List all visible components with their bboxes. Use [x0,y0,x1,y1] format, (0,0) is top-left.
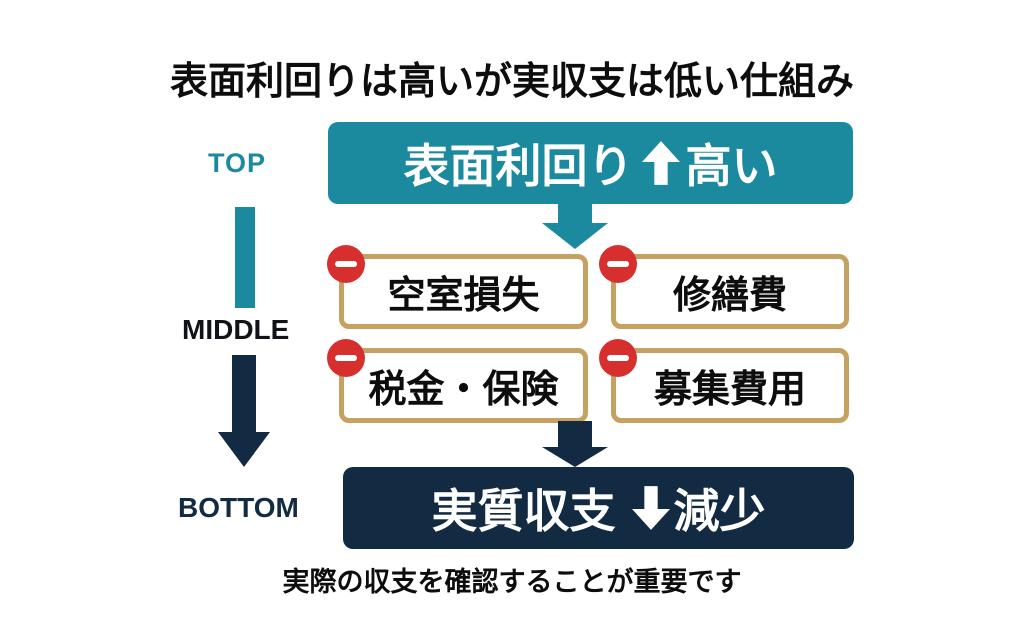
flow-down-arrow-teal-icon [542,203,608,249]
deduction-box-label: 募集費用 [653,369,806,411]
deduction-box-label: 修繕費 [672,275,787,317]
minus-bar [335,261,357,267]
rail-label-middle: MIDDLE [182,314,290,345]
rail-down-arrow-icon [218,355,270,467]
deduction-box-recruiting-cost: 募集費用 [599,339,849,423]
page-title: 表面利回りは高いが実収支は低い仕組み [169,61,854,103]
deduction-box-tax-insurance: 税金・保険 [327,339,588,423]
minus-icon [599,339,637,377]
minus-bar [335,355,357,361]
minus-bar [607,355,629,361]
net-balance-decrease-text: 減少 [673,485,766,537]
minus-icon [327,245,365,283]
minus-icon [599,245,637,283]
minus-icon [327,339,365,377]
net-balance-text: 実質収支 [431,485,616,537]
deduction-box-repair-cost: 修繕費 [599,245,849,329]
gross-yield-banner: 表面利回り 高い [328,122,853,204]
net-balance-banner: 実質収支 減少 [343,467,854,549]
deduction-box-label: 空室損失 [387,275,540,317]
deduction-box-label: 税金・保険 [368,369,559,411]
rail-label-top: TOP [208,148,267,178]
rail-teal-bar [235,207,255,308]
gross-yield-text: 表面利回り [403,140,634,192]
gross-yield-high-text: 高い [685,140,778,192]
up-arrow-icon [641,141,680,185]
down-arrow-icon [631,486,670,530]
deduction-box-vacancy-loss: 空室損失 [327,245,588,329]
rail-label-bottom: BOTTOM [178,492,299,523]
flow-down-arrow-navy-icon [542,421,608,467]
minus-bar [607,261,629,267]
footer-caption: 実際の収支を確認することが重要です [282,567,742,597]
